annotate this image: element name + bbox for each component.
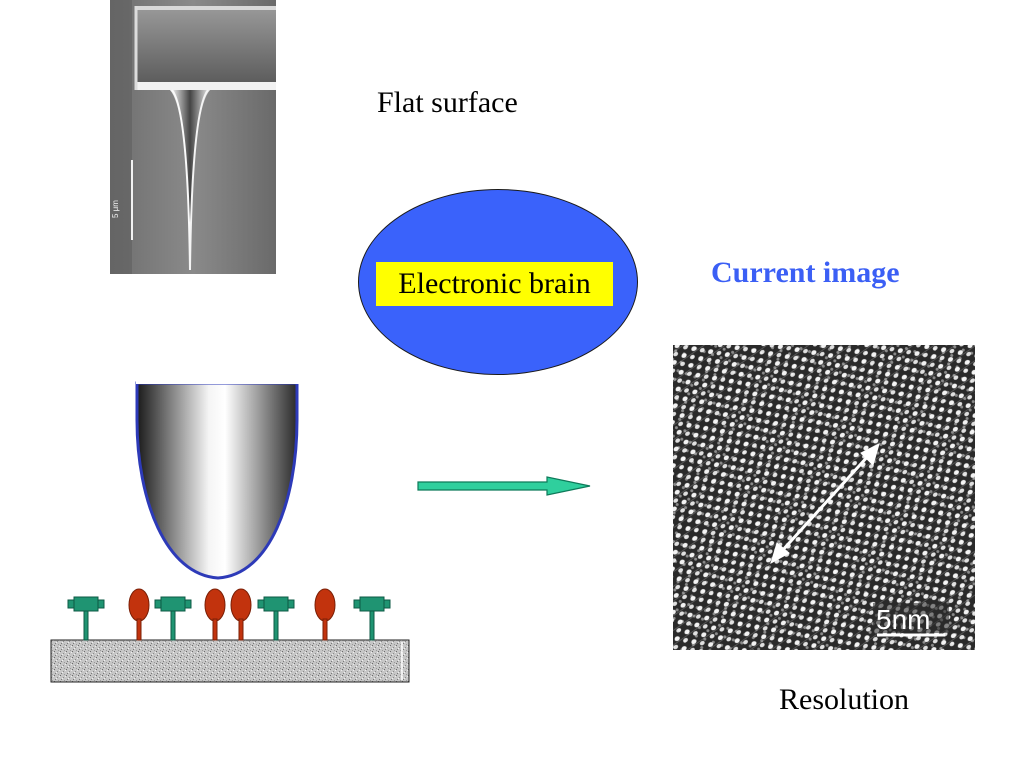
red-molecules: [128, 588, 336, 641]
green-molecules: [67, 596, 391, 641]
resolution-double-arrow: [770, 443, 880, 565]
flat-surface-label: Flat surface: [377, 86, 518, 119]
substrate-illustration: [50, 588, 410, 683]
probe-tip-illustration: [135, 380, 299, 580]
current-image-label: Current image: [711, 256, 900, 289]
lattice-scale-label: 5nm: [876, 604, 930, 635]
sem-scale-label: 5 μm: [111, 200, 120, 218]
electronic-brain-label: Electronic brain: [376, 262, 613, 306]
lattice-current-image: 5nm: [673, 345, 975, 650]
sem-micrograph: 5 μm: [110, 0, 276, 274]
resolution-label: Resolution: [779, 683, 910, 716]
right-arrow: [417, 476, 591, 496]
